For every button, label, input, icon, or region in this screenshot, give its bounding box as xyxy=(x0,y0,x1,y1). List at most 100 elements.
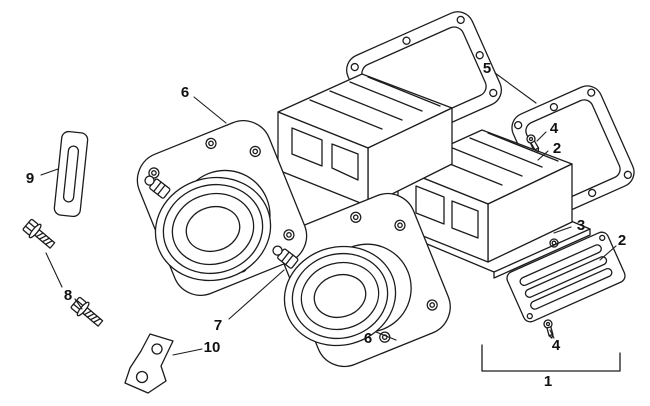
reed-petal xyxy=(309,99,383,130)
base-plate-thickness xyxy=(493,228,591,279)
part-clamp-screw-lower xyxy=(272,245,299,269)
bolt-thread xyxy=(83,310,92,316)
bolt-hole xyxy=(350,62,359,72)
bolt-thread xyxy=(41,237,50,243)
bolt-hole xyxy=(397,222,403,229)
part-reed-cage-upper xyxy=(277,73,453,207)
reed-petal xyxy=(349,81,423,112)
plate-slot xyxy=(519,244,602,287)
bolt-hole xyxy=(599,234,606,242)
callout-4-upper: 4 xyxy=(550,120,559,137)
bracket-outline xyxy=(124,333,174,394)
plate-slot xyxy=(524,256,608,298)
bolt-hole xyxy=(148,167,160,179)
part-bolt-lower xyxy=(70,296,104,327)
callout-8: 8 xyxy=(64,287,72,304)
bolt-hole xyxy=(526,312,533,320)
callout-3: 3 xyxy=(577,217,585,234)
bolt-thread xyxy=(35,232,44,238)
bolt-shank xyxy=(34,229,56,249)
clamp-screw-head xyxy=(272,245,283,256)
bolt-hole xyxy=(350,211,362,223)
bolt-hole xyxy=(205,137,217,150)
boot-band xyxy=(162,183,264,275)
boot-band xyxy=(291,252,389,340)
leader-6-upper xyxy=(193,96,227,124)
leader-7 xyxy=(228,269,285,320)
leader-8a xyxy=(45,252,63,288)
clamp-screw-head xyxy=(144,175,155,186)
leader-9 xyxy=(40,168,59,176)
intake-port xyxy=(451,200,479,239)
bolt-hole xyxy=(551,240,557,246)
bolt-hole xyxy=(151,170,157,176)
leader-4-lower xyxy=(549,329,555,339)
bracket-hole xyxy=(135,370,149,384)
leader-3 xyxy=(553,226,572,234)
clamp-detail xyxy=(153,181,162,193)
callout-4-lower: 4 xyxy=(552,337,561,354)
callout-9: 9 xyxy=(26,170,34,187)
bracket-hole xyxy=(151,343,163,355)
part-carb-boot-upper xyxy=(154,176,272,282)
bolt-hole xyxy=(283,229,295,241)
bolt-hole xyxy=(379,331,391,343)
bolt-hole xyxy=(587,188,597,198)
bolt-thread xyxy=(86,313,95,318)
screw-head-detail xyxy=(528,136,534,142)
boot-lip xyxy=(171,192,255,266)
clamp-detail xyxy=(281,251,290,263)
reed-petal xyxy=(367,76,441,107)
callout-10: 10 xyxy=(204,339,221,356)
callout-1: 1 xyxy=(544,373,552,390)
leader-4-upper xyxy=(536,131,547,142)
bolt-thread xyxy=(38,235,47,240)
intake-port xyxy=(415,185,445,225)
bolt-hole xyxy=(549,102,559,112)
reed-petal xyxy=(449,146,523,177)
leader-lines xyxy=(40,72,617,356)
bolt-thread xyxy=(92,318,101,323)
leader-2-lower xyxy=(599,245,617,261)
screw-tip xyxy=(534,147,540,153)
reed-petal xyxy=(487,132,559,162)
bolt-hole xyxy=(286,232,292,238)
callout-2-lower: 2 xyxy=(618,232,626,249)
bolt-hole xyxy=(587,88,596,97)
clamp-detail xyxy=(157,184,166,196)
part-spacer-plate xyxy=(53,130,89,218)
bolt-hole xyxy=(208,140,214,147)
leader-2-upper xyxy=(537,150,549,161)
callout-6-lower: 6 xyxy=(364,330,372,347)
part-screw-upper xyxy=(526,134,540,153)
callout-7: 7 xyxy=(214,317,222,334)
callout-labels: 9 8 6 7 10 6 5 4 2 3 2 4 1 xyxy=(26,60,626,390)
bolt-hole xyxy=(402,36,411,45)
bolt-hole xyxy=(352,214,359,221)
bolt-hole xyxy=(252,148,259,155)
bolt-hole xyxy=(549,238,559,248)
bolt-shank xyxy=(82,307,104,327)
clamp-detail xyxy=(285,254,294,266)
boot-bore xyxy=(185,205,241,253)
part-slotted-plate xyxy=(506,231,626,323)
part-carb-boot-lower xyxy=(283,245,397,347)
reed-petal xyxy=(329,90,403,121)
bolt-hole xyxy=(623,170,632,179)
bolt-hole xyxy=(514,121,523,130)
bolt-hole xyxy=(394,219,406,231)
callout-6-upper: 6 xyxy=(181,84,189,101)
assembly-bracket-line xyxy=(481,344,621,372)
reed-petal xyxy=(469,137,543,168)
callout-2-upper: 2 xyxy=(553,140,561,157)
bolt-hole xyxy=(429,302,436,308)
screw-head-detail xyxy=(545,321,551,327)
leader-10 xyxy=(172,348,203,356)
callout-5: 5 xyxy=(483,60,491,77)
bolt-hole xyxy=(475,51,484,60)
leader-8b xyxy=(74,298,83,310)
intake-port xyxy=(291,127,323,167)
boot-lip xyxy=(300,261,380,331)
boot-bore xyxy=(313,273,367,319)
